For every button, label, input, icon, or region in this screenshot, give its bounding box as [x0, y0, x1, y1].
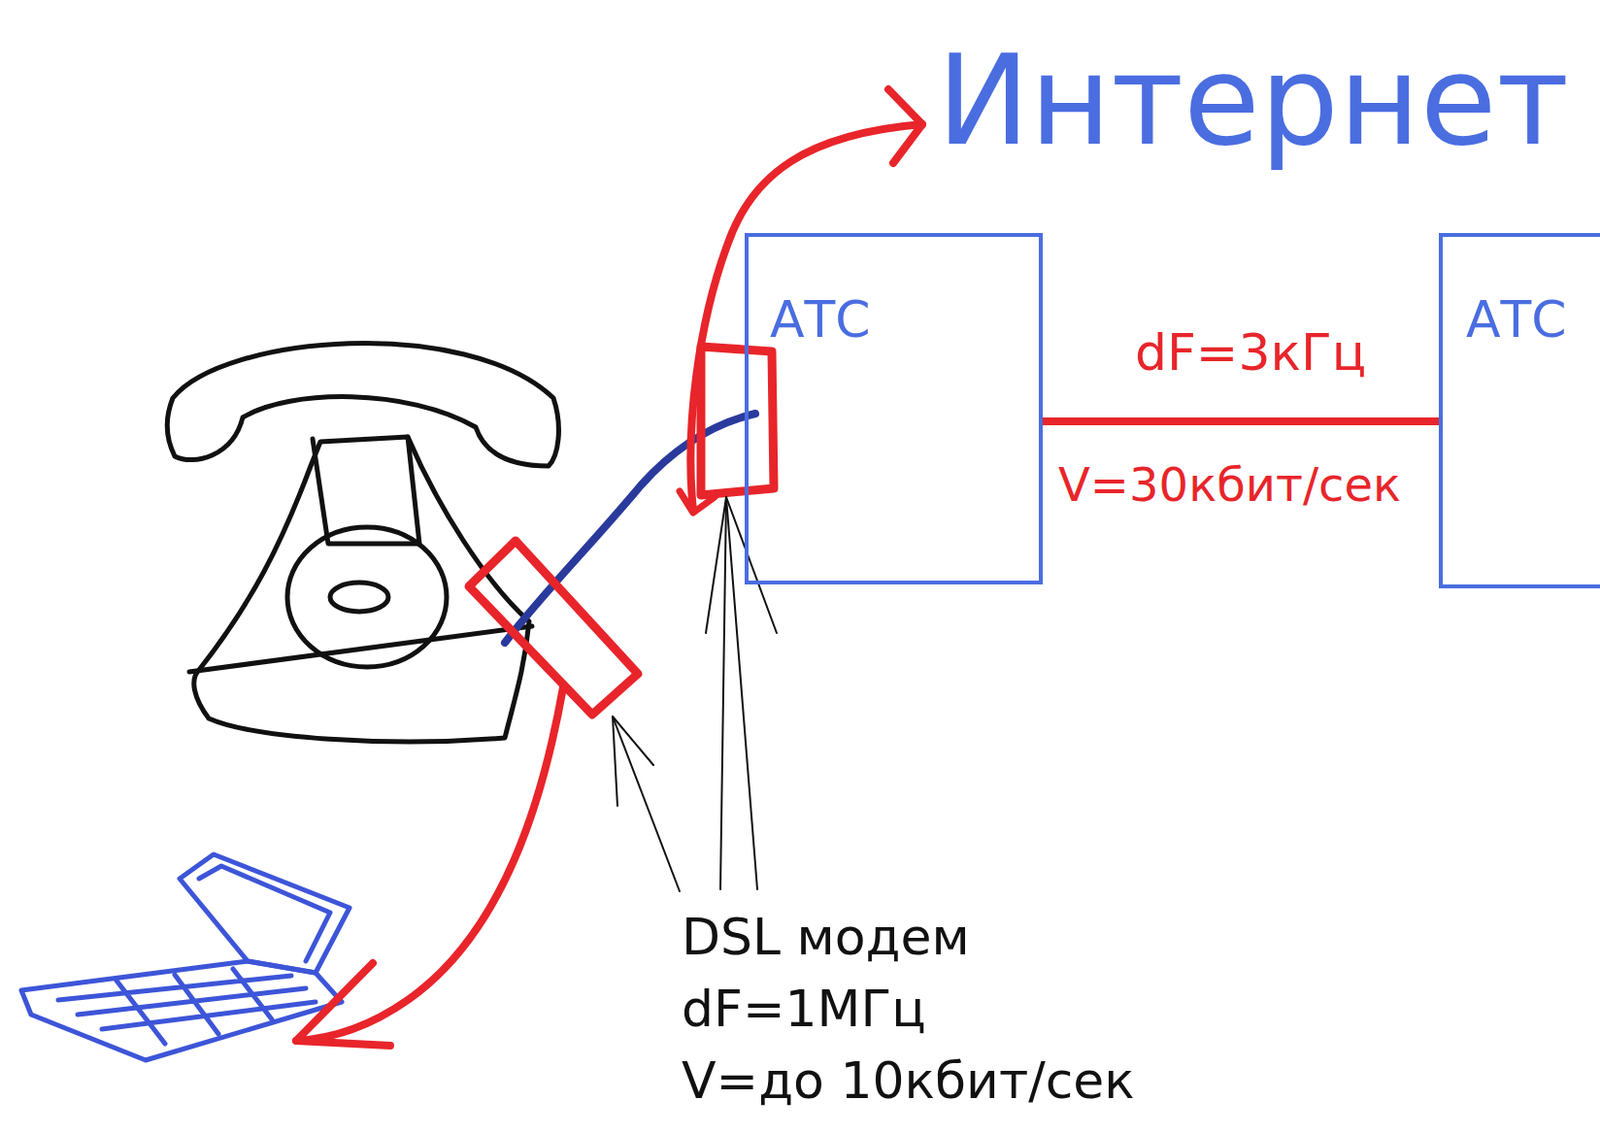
phone-handset — [166, 343, 559, 467]
internet-arrow-head — [888, 89, 923, 164]
bandwidth-label: dF=3кГц — [1134, 324, 1367, 383]
laptop-drawing — [21, 854, 350, 1061]
laptop-keys — [58, 968, 316, 1044]
internet-arrow-tail — [679, 491, 715, 513]
leader-lines — [612, 497, 777, 892]
leader-tick — [705, 497, 777, 634]
telephone-drawing — [166, 343, 559, 742]
laptop-screen — [179, 854, 350, 973]
laptop-screen-inner — [199, 866, 331, 962]
dsl-modem-phone — [468, 540, 638, 715]
phone-body — [194, 436, 530, 742]
phone-base-line — [189, 626, 533, 672]
laptop-arrow — [296, 687, 564, 1041]
rate-label: DSL модем — [681, 908, 970, 967]
rate-label: V=30кбит/сек — [1058, 458, 1401, 512]
leader-tick — [612, 716, 654, 806]
box-title: АТС — [1466, 291, 1567, 350]
phone-cable — [504, 413, 756, 643]
phone-dial-center — [330, 582, 389, 612]
leader-line — [720, 497, 727, 890]
rate-label: V=до 10кбит/сек — [681, 1052, 1135, 1111]
laptop-base — [21, 961, 342, 1061]
dsl-modem-station — [700, 346, 774, 496]
network-label: Интернет — [936, 29, 1569, 172]
internet-arrow — [690, 124, 923, 511]
exchange-box: АТС — [744, 233, 1043, 585]
laptop-arrow-head — [296, 963, 391, 1046]
box-title: АТС — [769, 291, 871, 350]
leader-line — [726, 497, 758, 890]
trunk-line — [1042, 417, 1439, 426]
rate-label: dF=1МГц — [681, 980, 927, 1039]
exchange-box: АТС — [1438, 233, 1600, 589]
leader-line — [612, 716, 680, 892]
